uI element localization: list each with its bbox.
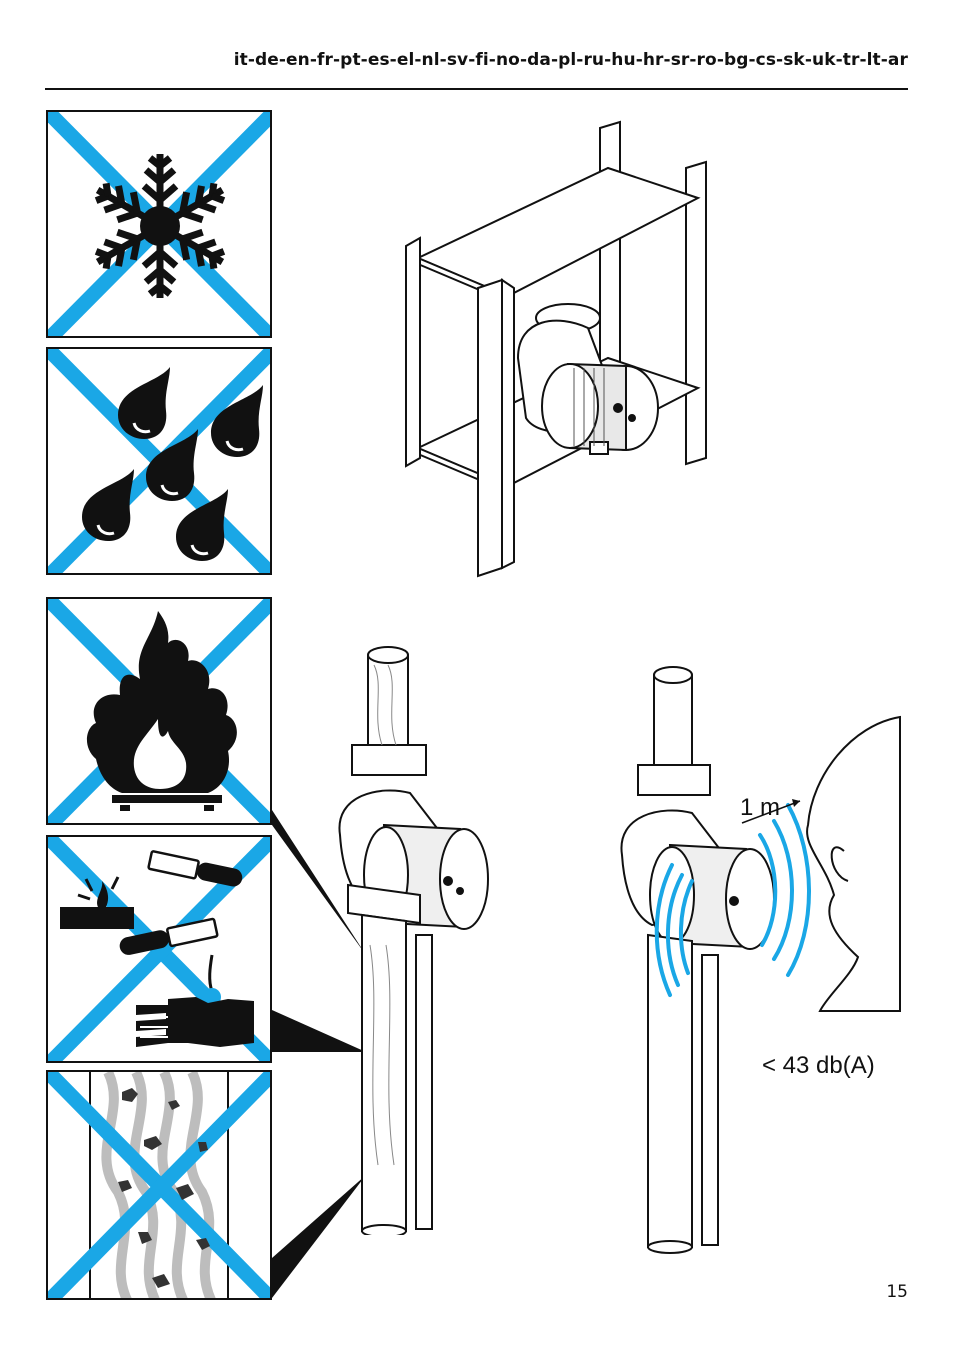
header-rule	[45, 88, 908, 90]
noise-level-label: < 43 db(A)	[762, 1052, 875, 1079]
pump-on-shelf-illustration	[405, 120, 707, 578]
corrosive-icon	[48, 837, 270, 1061]
flame-icon	[48, 599, 270, 823]
water-drops-icon	[48, 349, 270, 573]
panel-no-chemicals	[46, 835, 272, 1063]
pump-on-pipe-illustration	[338, 646, 489, 1235]
snowflake-icon	[48, 112, 270, 336]
panel-no-water	[46, 347, 272, 575]
debris-icon	[48, 1072, 270, 1298]
panel-no-fire	[46, 597, 272, 825]
noise-level-illustration	[620, 666, 901, 1254]
panel-no-debris	[46, 1070, 272, 1300]
page-number: 15	[886, 1282, 908, 1302]
language-codes: it-de-en-fr-pt-es-el-nl-sv-fi-no-da-pl-r…	[233, 50, 908, 70]
distance-label: 1 m	[740, 794, 781, 821]
panel-no-frost	[46, 110, 272, 338]
